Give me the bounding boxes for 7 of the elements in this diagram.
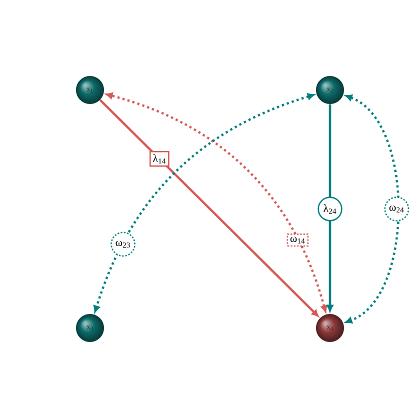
edge-label: ω$_{24}$: [384, 196, 410, 222]
edge-label: ω$_{14}$: [286, 234, 309, 247]
arrow: [326, 104, 334, 312]
arrow: [345, 94, 400, 324]
edge-label: λ$_{14}$: [150, 151, 170, 167]
edge-label: λ$_{24}$: [318, 196, 342, 222]
edge-label: ω$_{23}$: [110, 232, 136, 257]
